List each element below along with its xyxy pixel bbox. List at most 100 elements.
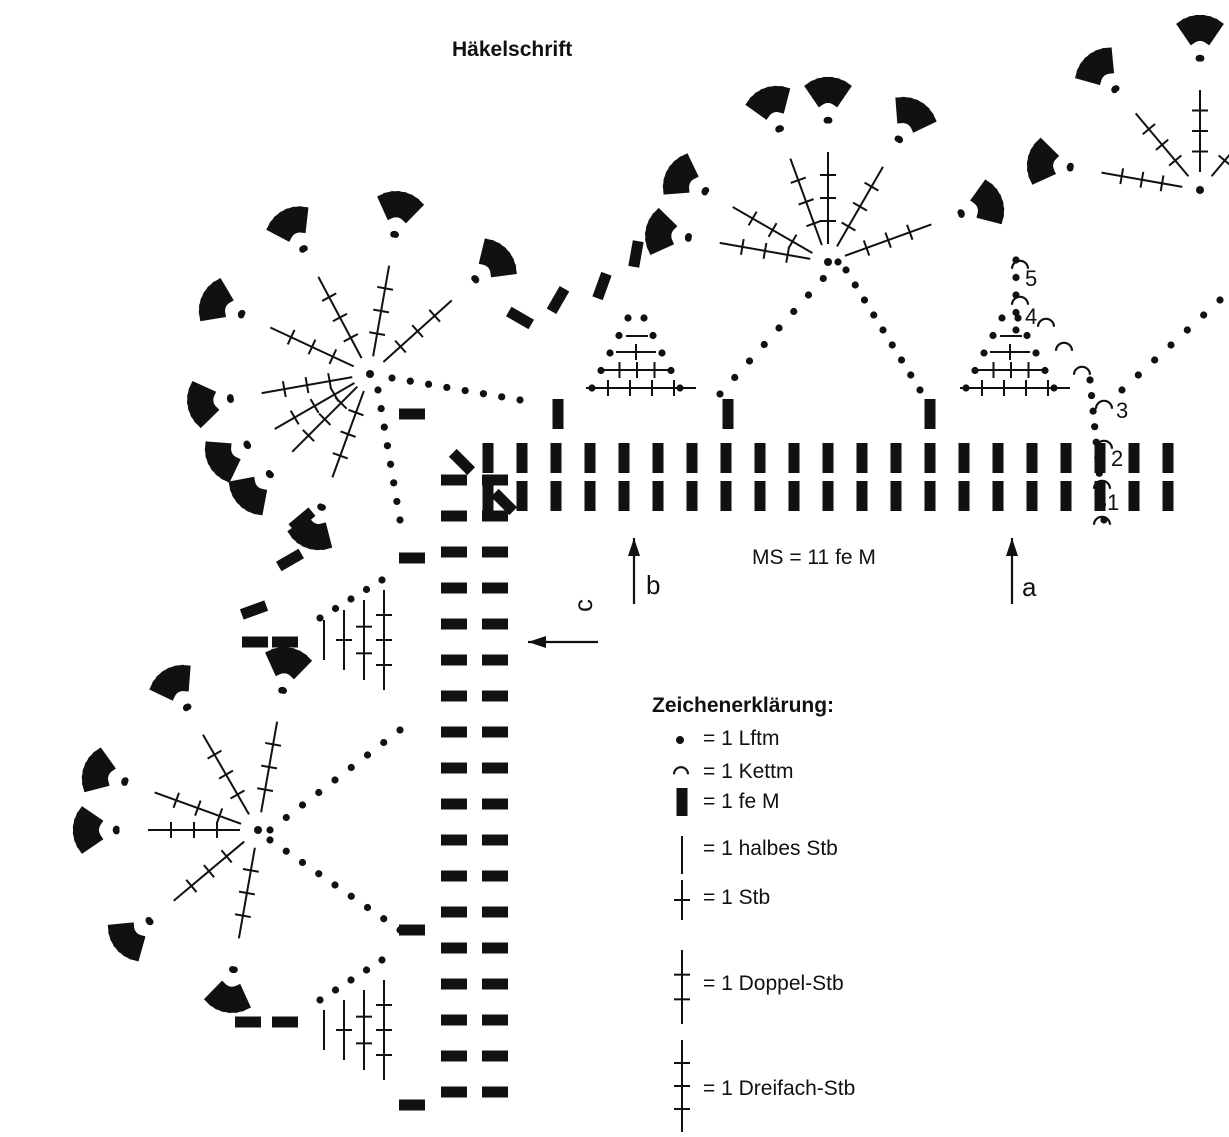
- stitch-crossbar: [321, 292, 337, 302]
- chain-mark: [347, 763, 355, 772]
- chain-mark: [280, 687, 287, 694]
- stitch-crossbar: [343, 333, 359, 343]
- direction-label-b: b: [646, 570, 661, 600]
- single-crochet-mark: [482, 443, 494, 473]
- chain-mark: [1216, 296, 1224, 304]
- single-crochet-mark: [976, 208, 1005, 225]
- single-crochet-mark: [441, 834, 467, 846]
- stitch-crossbar: [739, 238, 745, 255]
- chain-mark: [907, 371, 915, 379]
- chain-mark: [819, 274, 827, 283]
- single-crochet-mark: [239, 600, 269, 620]
- stitch-crossbar: [747, 211, 758, 226]
- chain-mark: [363, 903, 372, 912]
- single-crochet-mark: [1128, 443, 1140, 473]
- chain-mark: [378, 576, 386, 584]
- chain-mark: [380, 738, 388, 747]
- single-crochet-mark: [1162, 481, 1174, 511]
- chain-mark: [745, 357, 754, 365]
- chain-mark: [1094, 454, 1102, 462]
- chain-mark: [916, 386, 924, 394]
- single-crochet-mark: [592, 271, 612, 301]
- single-crochet-mark: [441, 978, 467, 990]
- stitch-crossbar: [309, 398, 320, 414]
- stitch-crossbar: [852, 201, 868, 212]
- chain-mark: [396, 926, 404, 934]
- chain-mark: [1100, 516, 1108, 524]
- single-crochet-mark: [482, 942, 508, 954]
- single-crochet-mark: [482, 798, 508, 810]
- chain-mark: [870, 311, 878, 319]
- single-crochet-mark: [1094, 481, 1106, 511]
- stitch-stem: [1210, 153, 1229, 177]
- chain-mark: [383, 442, 392, 450]
- legend-symbols: [672, 736, 690, 1132]
- single-crochet-mark: [505, 306, 535, 330]
- chain-mark: [1012, 273, 1020, 282]
- chain-mark: [851, 281, 859, 289]
- chain-mark: [185, 703, 192, 710]
- single-crochet-mark: [686, 443, 698, 473]
- chain-mark: [826, 117, 833, 124]
- chain-mark: [239, 309, 246, 317]
- single-crochet-mark: [482, 762, 508, 774]
- chain-mark: [649, 331, 657, 340]
- single-crochet-mark: [482, 1086, 508, 1098]
- arrow-a-head: [1006, 538, 1018, 556]
- stitch-crossbar: [302, 429, 315, 442]
- chain-mark: [366, 370, 374, 378]
- chain-mark: [1113, 85, 1120, 92]
- single-crochet-mark: [584, 443, 596, 473]
- chain-mark: [282, 847, 290, 855]
- single-crochet-mark: [441, 618, 467, 630]
- chain-mark: [113, 825, 120, 832]
- chain-mark: [1134, 371, 1142, 379]
- slip-stitch-row-mark: [1036, 317, 1056, 327]
- chain-mark: [145, 916, 152, 924]
- single-crochet-mark: [482, 1050, 508, 1062]
- single-crochet-mark: [1026, 481, 1038, 511]
- chain-mark: [396, 516, 404, 524]
- stitch-crossbar: [1168, 154, 1183, 167]
- chain-mark: [1087, 391, 1096, 400]
- chain-mark: [390, 479, 398, 487]
- single-crochet-mark: [441, 474, 467, 486]
- single-crochet-mark: [924, 481, 936, 511]
- chain-mark: [122, 777, 129, 784]
- single-crochet-mark: [516, 443, 528, 473]
- chain-mark: [1118, 386, 1126, 394]
- single-crochet-mark: [856, 443, 868, 473]
- chain-mark: [958, 211, 965, 218]
- single-crochet-mark: [482, 474, 508, 486]
- stitch-crossbar: [1119, 168, 1125, 185]
- legend-item-half-double: = 1 halbes Stb: [703, 837, 838, 860]
- chain-mark: [266, 836, 274, 844]
- single-crochet-mark: [754, 481, 766, 511]
- stitch-crossbar: [215, 808, 224, 824]
- chain-mark: [393, 497, 401, 506]
- chain-mark: [896, 136, 904, 144]
- chain-mark: [298, 801, 307, 809]
- pattern-repeat-label: MS = 11 fe M: [752, 546, 876, 569]
- stitch-crossbar: [428, 309, 441, 323]
- stitch-crossbar: [307, 339, 317, 355]
- legend-item-slip-stitch: = 1 Kettm: [703, 760, 794, 783]
- chain-mark: [1012, 256, 1020, 264]
- single-crochet-mark: [482, 726, 508, 738]
- chain-mark: [971, 366, 979, 375]
- chain-mark: [347, 976, 355, 984]
- chain-mark: [1091, 423, 1099, 431]
- row-number-5: 5: [1025, 266, 1038, 291]
- chain-mark: [374, 386, 382, 394]
- single-crochet-mark: [828, 80, 852, 108]
- chain-mark: [362, 585, 371, 594]
- legend-item-double: = 1 Stb: [703, 886, 771, 909]
- single-crochet-mark: [295, 206, 309, 234]
- chain-mark: [824, 258, 832, 266]
- single-crochet-mark: [448, 448, 476, 476]
- slip-stitch-row-mark: [1010, 259, 1030, 269]
- row-number-4: 4: [1025, 304, 1038, 329]
- stitch-crossbar: [207, 749, 222, 760]
- single-crochet-mark: [924, 443, 936, 473]
